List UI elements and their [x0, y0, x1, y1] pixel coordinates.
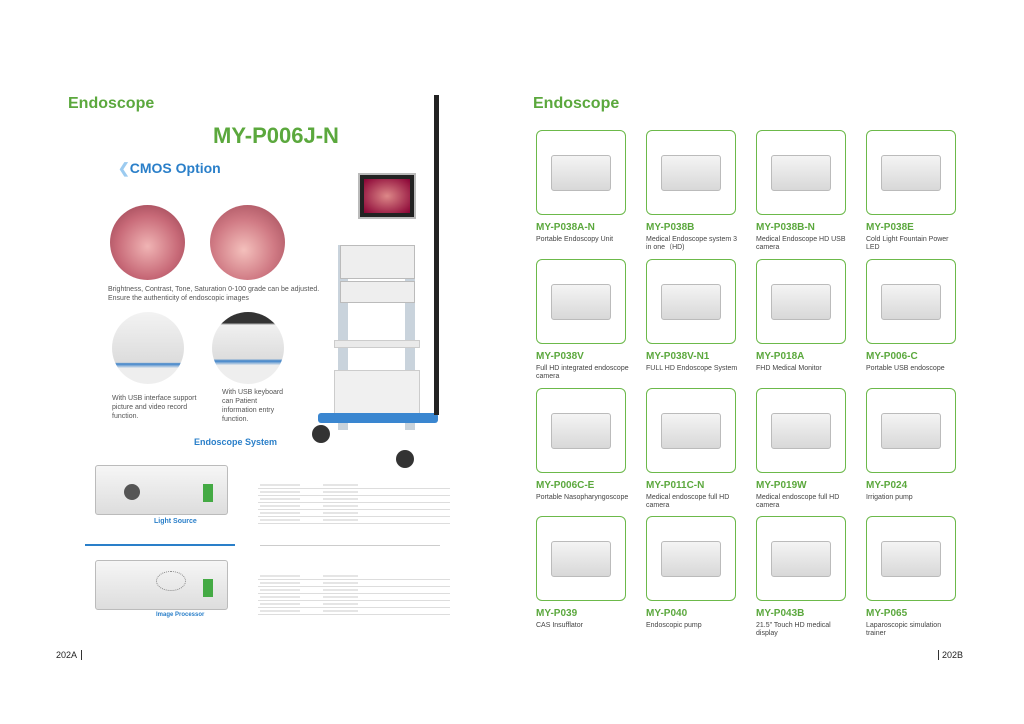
cmos-option-label: ❮CMOS Option [118, 160, 221, 176]
usb-interface-image [112, 312, 184, 384]
product-image [661, 283, 721, 320]
product-card [866, 388, 956, 473]
product-card [866, 259, 956, 344]
light-source-image [95, 465, 228, 515]
product-model: MY-P038E [866, 222, 914, 233]
product-model: MY-P006-C [866, 351, 918, 362]
product-card [536, 259, 626, 344]
page-number-right: 202B [938, 650, 963, 660]
product-model: MY-P038V-N1 [646, 351, 710, 362]
product-card [536, 130, 626, 215]
endoscope-system-label: Endoscope System [194, 437, 278, 447]
light-source-label: Light Source [154, 518, 197, 525]
product-model: MY-P043B [756, 608, 805, 619]
image-processor-image [95, 560, 228, 610]
product-image [551, 154, 611, 191]
product-model: MY-P018A [756, 351, 805, 362]
product-image [881, 412, 941, 449]
chevron-icon: ❮ [118, 160, 130, 176]
product-card [646, 388, 736, 473]
product-description: Laparoscopic simulation trainer [866, 622, 942, 637]
page-number-left: 202A [56, 650, 83, 660]
product-model: MY-P038A-N [536, 222, 595, 233]
product-description: Portable Endoscopy Unit [536, 236, 614, 243]
product-model: MY-P038B [646, 222, 695, 233]
light-source-spec-table [258, 482, 450, 524]
product-image [771, 412, 831, 449]
product-description: Irrigation pump [866, 494, 913, 501]
product-image [551, 412, 611, 449]
product-description: Medical endoscope full HD camera [756, 494, 840, 509]
right-section-title: Endoscope [533, 95, 620, 112]
product-model: MY-P011C-N [646, 480, 705, 491]
image-processor-label: Image Processor [156, 612, 205, 618]
product-image [551, 540, 611, 577]
product-card [756, 130, 846, 215]
product-card [866, 130, 956, 215]
product-description: Medical Endoscope HD USB camera [756, 236, 846, 251]
product-card [866, 516, 956, 601]
product-image [661, 540, 721, 577]
product-model: MY-P038B-N [756, 222, 815, 233]
product-card [756, 259, 846, 344]
product-model: MY-P024 [866, 480, 908, 491]
product-description: CAS Insufflator [536, 622, 583, 629]
product-description: Portable USB endoscope [866, 365, 945, 372]
endoscopic-image-1 [110, 205, 185, 280]
product-image [661, 412, 721, 449]
product-card [646, 516, 736, 601]
image-processor-spec-table [258, 573, 450, 615]
product-model: MY-P019W [756, 480, 807, 491]
product-card [646, 130, 736, 215]
product-image [771, 283, 831, 320]
product-image [881, 154, 941, 191]
product-description: Medical endoscope full HD camera [646, 494, 730, 509]
image-adjust-caption: Brightness, Contrast, Tone, Saturation 0… [108, 286, 320, 302]
product-description: FULL HD Endoscope System [646, 365, 738, 372]
product-description: Cold Light Fountain Power LED [866, 236, 949, 251]
product-card [756, 388, 846, 473]
product-model: MY-P038V [536, 351, 584, 362]
product-card [536, 516, 626, 601]
product-image [551, 283, 611, 320]
product-card [646, 259, 736, 344]
product-model: MY-P040 [646, 608, 688, 619]
product-description: Medical Endoscope system 3 in one（HD) [646, 236, 738, 251]
divider [260, 545, 440, 546]
product-description: Portable Nasopharyngoscope [536, 494, 629, 501]
product-image [661, 154, 721, 191]
endoscope-cart-image [310, 95, 450, 475]
product-description: FHD Medical Monitor [756, 365, 822, 372]
divider [85, 544, 235, 546]
product-card [756, 516, 846, 601]
usb-keyboard-caption: With USB keyboard can Patient informatio… [222, 389, 284, 423]
product-model: MY-P039 [536, 608, 578, 619]
product-image [771, 154, 831, 191]
product-card [536, 388, 626, 473]
product-image [771, 540, 831, 577]
product-model-title: MY-P006J-N [213, 123, 339, 148]
product-description: 21.5" Touch HD medical display [756, 622, 831, 637]
product-description: Full HD integrated endoscope camera [536, 365, 629, 380]
endoscopic-image-2 [210, 205, 285, 280]
usb-interface-caption: With USB interface support picture and v… [112, 395, 197, 420]
product-model: MY-P006C-E [536, 480, 595, 491]
left-section-title: Endoscope [68, 95, 155, 112]
product-image [881, 540, 941, 577]
product-description: Endoscopic pump [646, 622, 702, 629]
usb-keyboard-image [212, 312, 284, 384]
product-model: MY-P065 [866, 608, 908, 619]
monitor [358, 173, 416, 219]
product-image [881, 283, 941, 320]
